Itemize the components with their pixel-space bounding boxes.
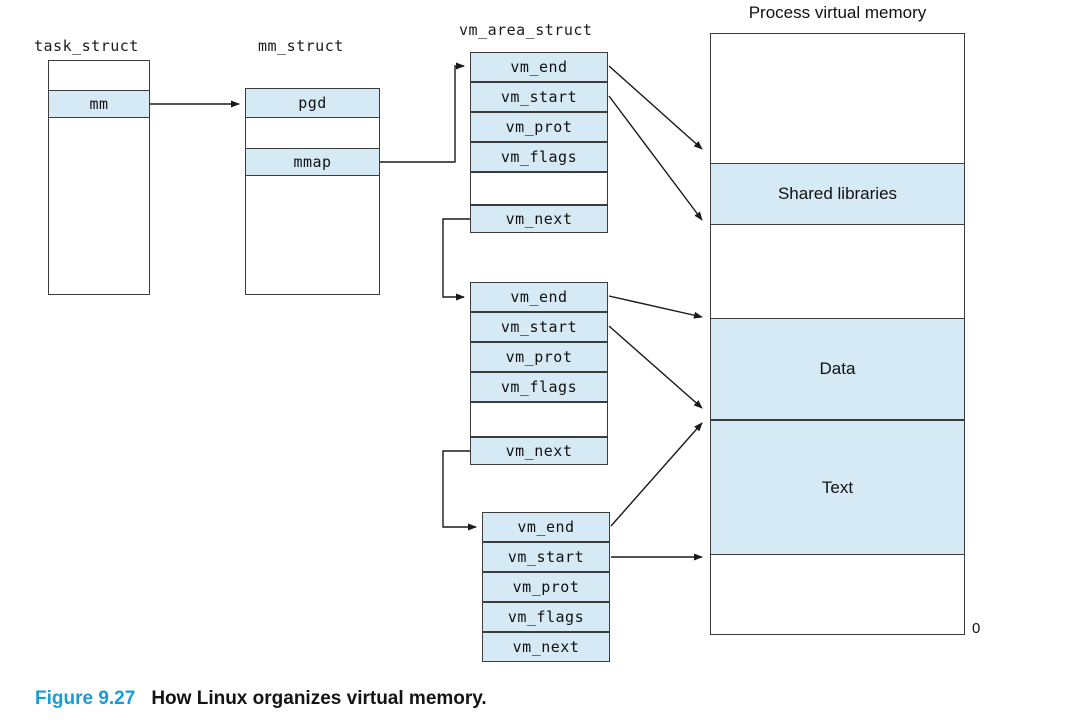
task-struct-mm-field: mm — [48, 90, 150, 118]
arrow-mmap-to-vma1 — [380, 62, 465, 163]
figure-number: Figure 9.27 — [35, 688, 136, 709]
mm-struct-label: mm_struct — [258, 37, 344, 55]
arrow-vma1-end-to-memory — [608, 65, 703, 150]
arrow-vma2-end-to-memory — [608, 295, 703, 319]
shared-libraries-segment: Shared libraries — [711, 163, 964, 225]
arrow-vma3-end-to-memory — [610, 422, 703, 527]
vma2-vm-flags: vm_flags — [470, 372, 608, 402]
data-segment: Data — [711, 318, 964, 420]
process-virtual-memory-title: Process virtual memory — [748, 3, 927, 22]
vma2-vm-start: vm_start — [470, 312, 608, 342]
vma3-vm-prot: vm_prot — [482, 572, 610, 602]
arrow-vma1-next-to-vma2 — [442, 218, 470, 301]
mm-struct-mmap-field: mmap — [245, 148, 380, 176]
vma3-vm-start: vm_start — [482, 542, 610, 572]
vma3-vm-end: vm_end — [482, 512, 610, 542]
figure-caption-text: How Linux organizes virtual memory. — [151, 688, 487, 709]
vma2-vm-next: vm_next — [470, 437, 608, 465]
vma2-vm-end: vm_end — [470, 282, 608, 312]
vma2-unnamed-fields — [470, 402, 608, 437]
mm-struct-box — [245, 88, 380, 295]
task-struct-label: task_struct — [34, 37, 139, 55]
vma1-unnamed-fields — [470, 172, 608, 205]
vma3-vm-next: vm_next — [482, 632, 610, 662]
vma2-vm-prot: vm_prot — [470, 342, 608, 372]
vma1-vm-next: vm_next — [470, 205, 608, 233]
vma3-vm-flags: vm_flags — [482, 602, 610, 632]
arrow-vma1-start-to-memory — [608, 95, 703, 221]
vm-area-struct-label: vm_area_struct — [459, 21, 593, 39]
arrow-vma2-start-to-memory — [608, 325, 703, 409]
figure-caption: Figure 9.27 How Linux organizes virtual m… — [35, 688, 487, 710]
vma1-vm-start: vm_start — [470, 82, 608, 112]
vma1-vm-end: vm_end — [470, 52, 608, 82]
mm-struct-pgd-field: pgd — [245, 88, 380, 118]
text-segment: Text — [711, 420, 964, 555]
vma1-vm-flags: vm_flags — [470, 142, 608, 172]
memory-origin-zero-label: 0 — [972, 620, 981, 637]
vma1-vm-prot: vm_prot — [470, 112, 608, 142]
